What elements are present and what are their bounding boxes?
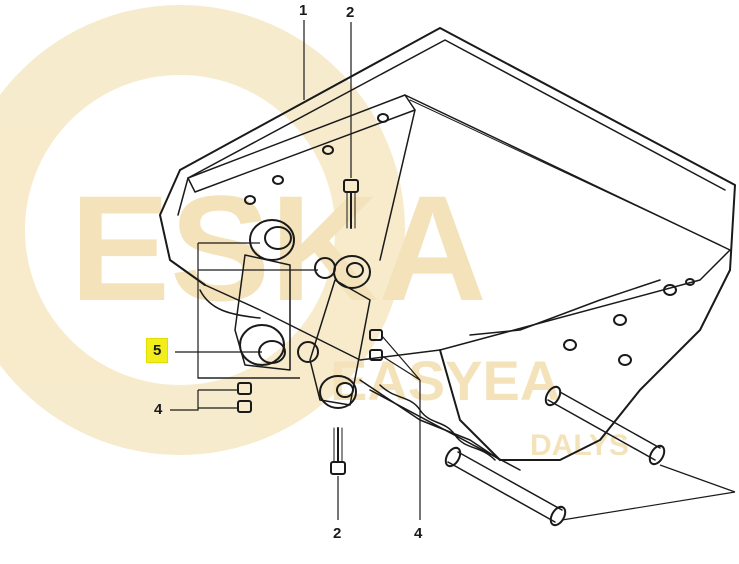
top-plate-hole (244, 195, 256, 205)
nut-pair-upper (369, 329, 383, 361)
callout-1: 1 (299, 2, 308, 19)
pin-upper (544, 385, 666, 466)
callout-5-highlighted[interactable]: 5 (146, 338, 169, 363)
watermark-small-text-2: DALYS (530, 429, 629, 462)
pin-lower (444, 446, 567, 527)
connecting-link (309, 279, 371, 406)
bucket-left-side (159, 169, 206, 286)
left-link-arm (234, 254, 291, 371)
leader-4-left (170, 390, 199, 411)
upper-link-boss (249, 219, 295, 261)
watermark-ring (0, 5, 405, 455)
watermark: ESKA EASYEA DALYS (0, 5, 629, 462)
lower-pin-eye (319, 375, 357, 409)
callout-4-bottom: 4 (414, 525, 423, 542)
upper-bushing (314, 257, 336, 279)
nut-pair-lower (237, 382, 252, 413)
bucket-drawing (159, 27, 736, 527)
side-plate-hole (613, 314, 627, 326)
bolt-upper (343, 179, 359, 229)
callout-2-top: 2 (346, 4, 355, 21)
callout-4-left: 4 (154, 401, 163, 418)
watermark-small-text-1: EASYEA (330, 349, 560, 412)
lower-bushing (297, 341, 319, 363)
leader-lines (170, 20, 736, 521)
bucket-rim (179, 27, 736, 271)
bucket-right-edge (499, 269, 731, 461)
leader-pins (659, 464, 736, 493)
cutting-edge-bar (369, 389, 521, 471)
bolt-lower (330, 427, 346, 475)
callout-2-bottom: 2 (333, 525, 342, 542)
